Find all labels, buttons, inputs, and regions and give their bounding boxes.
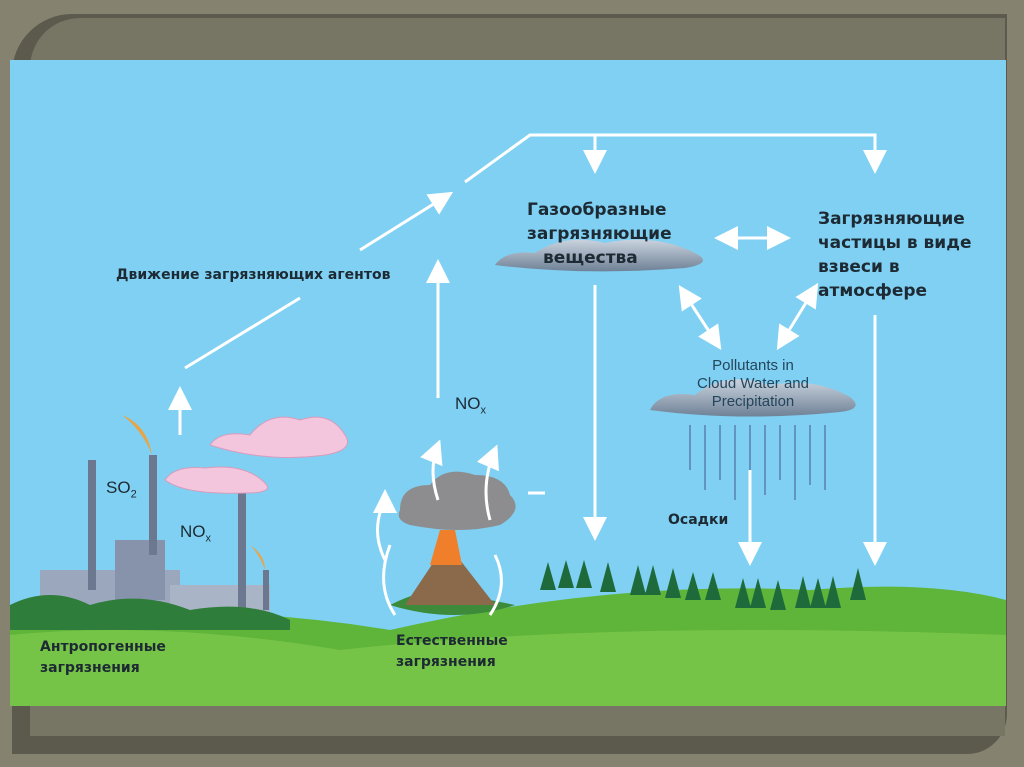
- nox-volcano-label: NOx: [455, 394, 486, 416]
- so2-sub: 2: [130, 488, 137, 501]
- pollution-diagram: [10, 60, 1006, 706]
- nox-sub: x: [480, 404, 487, 417]
- gaseous-line: загрязняющие: [527, 224, 672, 244]
- gaseous-line: Газообразные: [527, 200, 667, 220]
- natural-label: Естественные загрязнения: [396, 631, 508, 673]
- nox-factory-label: NOx: [180, 522, 211, 544]
- anthropogenic-line: Антропогенные: [40, 639, 166, 655]
- gaseous-label: Газообразные загрязняющие вещества: [527, 198, 672, 270]
- pink-cloud: [209, 416, 348, 458]
- cloud-water-line: Pollutants in: [712, 357, 794, 374]
- nox-text: NO: [455, 394, 481, 413]
- nox-sub: x: [205, 532, 212, 545]
- so2-text: SO: [106, 478, 131, 497]
- anthropogenic-line: загрязнения: [40, 660, 140, 676]
- cloud-water-line: Precipitation: [711, 393, 795, 410]
- precipitation-cloud: [650, 379, 856, 417]
- particles-line: атмосфере: [818, 281, 928, 301]
- cloud-water-label: Pollutants in Cloud Water and Precipitat…: [668, 357, 838, 411]
- particles-line: взвеси в: [818, 257, 900, 277]
- flow-arrows: [168, 133, 887, 616]
- gaseous-cloud: [495, 239, 703, 272]
- forest: [540, 560, 866, 610]
- particles-line: Загрязняющие: [818, 209, 965, 229]
- natural-line: загрязнения: [396, 654, 496, 670]
- natural-line: Естественные: [396, 633, 508, 649]
- particles-label: Загрязняющие частицы в виде взвеси в атм…: [818, 207, 971, 303]
- gaseous-line: вещества: [543, 248, 638, 268]
- nox-text: NO: [180, 522, 206, 541]
- so2-label: SO2: [106, 478, 137, 500]
- anthropogenic-label: Антропогенные загрязнения: [40, 637, 166, 679]
- precipitation-label: Осадки: [668, 512, 729, 528]
- movement-label: Движение загрязняющих агентов: [116, 267, 391, 283]
- particles-line: частицы в виде: [818, 233, 972, 253]
- pink-cloud: [164, 466, 268, 494]
- cloud-water-line: Cloud Water and: [696, 375, 809, 392]
- factory: [10, 415, 290, 630]
- rain: [689, 425, 826, 500]
